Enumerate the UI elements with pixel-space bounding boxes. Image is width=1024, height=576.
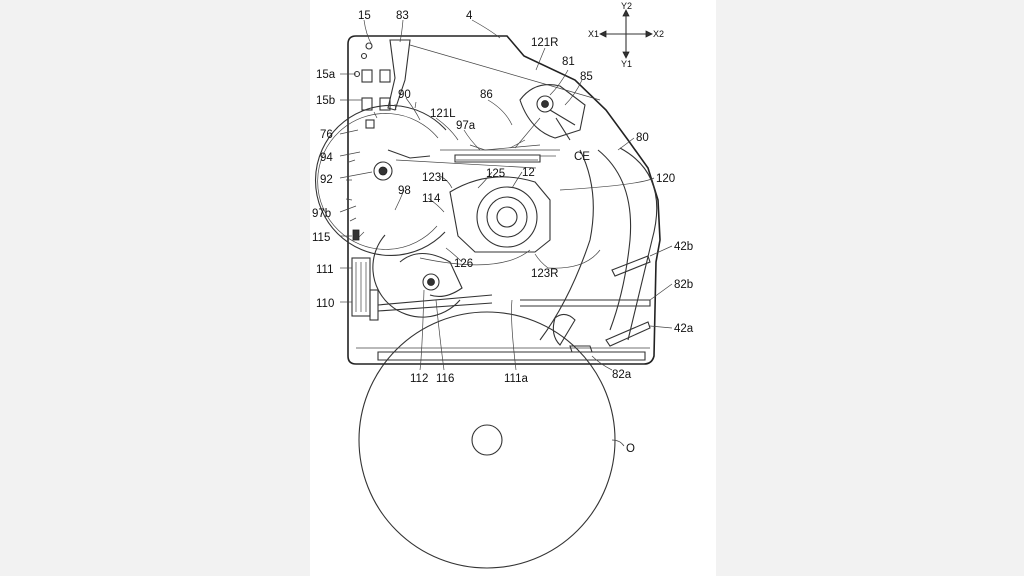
label-82b: 82b	[674, 279, 693, 291]
label-123R: 123R	[531, 268, 559, 280]
label-76: 76	[320, 129, 333, 141]
label-4: 4	[466, 10, 473, 22]
label-114: 114	[422, 193, 441, 205]
label-94: 94	[320, 152, 333, 164]
axis-label-x1: X1	[588, 29, 599, 39]
label-92: 92	[320, 174, 333, 186]
gear-90	[314, 101, 447, 256]
housing-outline	[347, 35, 661, 365]
left-margin	[0, 0, 310, 576]
label-98: 98	[398, 185, 411, 197]
optical-disc	[358, 311, 616, 569]
axis-label-y1: Y1	[621, 59, 632, 69]
label-110: 110	[316, 298, 334, 310]
label-CE: CE	[574, 151, 590, 163]
label-120: 120	[656, 173, 675, 185]
turntable-12	[449, 154, 551, 253]
axis-label-y2: Y2	[621, 1, 632, 11]
label-126: 126	[454, 258, 473, 270]
label-125: 125	[486, 168, 505, 180]
gear-81	[519, 84, 586, 141]
label-83: 83	[396, 10, 409, 22]
motor-block	[351, 229, 493, 321]
right-guides	[520, 255, 651, 353]
label-90: 90	[398, 89, 411, 101]
label-42b: 42b	[674, 241, 693, 253]
leader-lines	[339, 19, 673, 447]
reference-labels: 15 83 4 121R 81 85 15a 15b 90 86 121L 97…	[312, 10, 694, 455]
label-97a: 97a	[456, 120, 476, 132]
left-side-parts	[353, 39, 411, 129]
label-15b: 15b	[316, 95, 335, 107]
label-81: 81	[562, 56, 575, 68]
label-115: 115	[312, 232, 330, 244]
label-116: 116	[436, 373, 454, 385]
label-86: 86	[480, 89, 493, 101]
label-15: 15	[358, 10, 371, 22]
label-15a: 15a	[316, 69, 336, 81]
label-12: 12	[522, 167, 535, 179]
label-O: O	[626, 443, 635, 455]
label-111a: 111a	[504, 373, 528, 385]
label-111: 111	[316, 264, 333, 276]
axis-indicator: Y2 Y1 X1 X2	[588, 1, 664, 69]
gear-lower	[372, 234, 463, 318]
label-97b: 97b	[312, 208, 331, 220]
label-112: 112	[410, 373, 428, 385]
axis-label-x2: X2	[653, 29, 664, 39]
label-42a: 42a	[674, 323, 694, 335]
right-margin	[716, 0, 1024, 576]
label-121L: 121L	[430, 108, 456, 120]
linkage-lines	[395, 44, 601, 269]
label-85: 85	[580, 71, 593, 83]
label-123L: 123L	[422, 172, 448, 184]
label-121R: 121R	[531, 37, 559, 49]
label-82a: 82a	[612, 369, 632, 381]
label-80: 80	[636, 132, 649, 144]
arm-80	[539, 147, 658, 346]
